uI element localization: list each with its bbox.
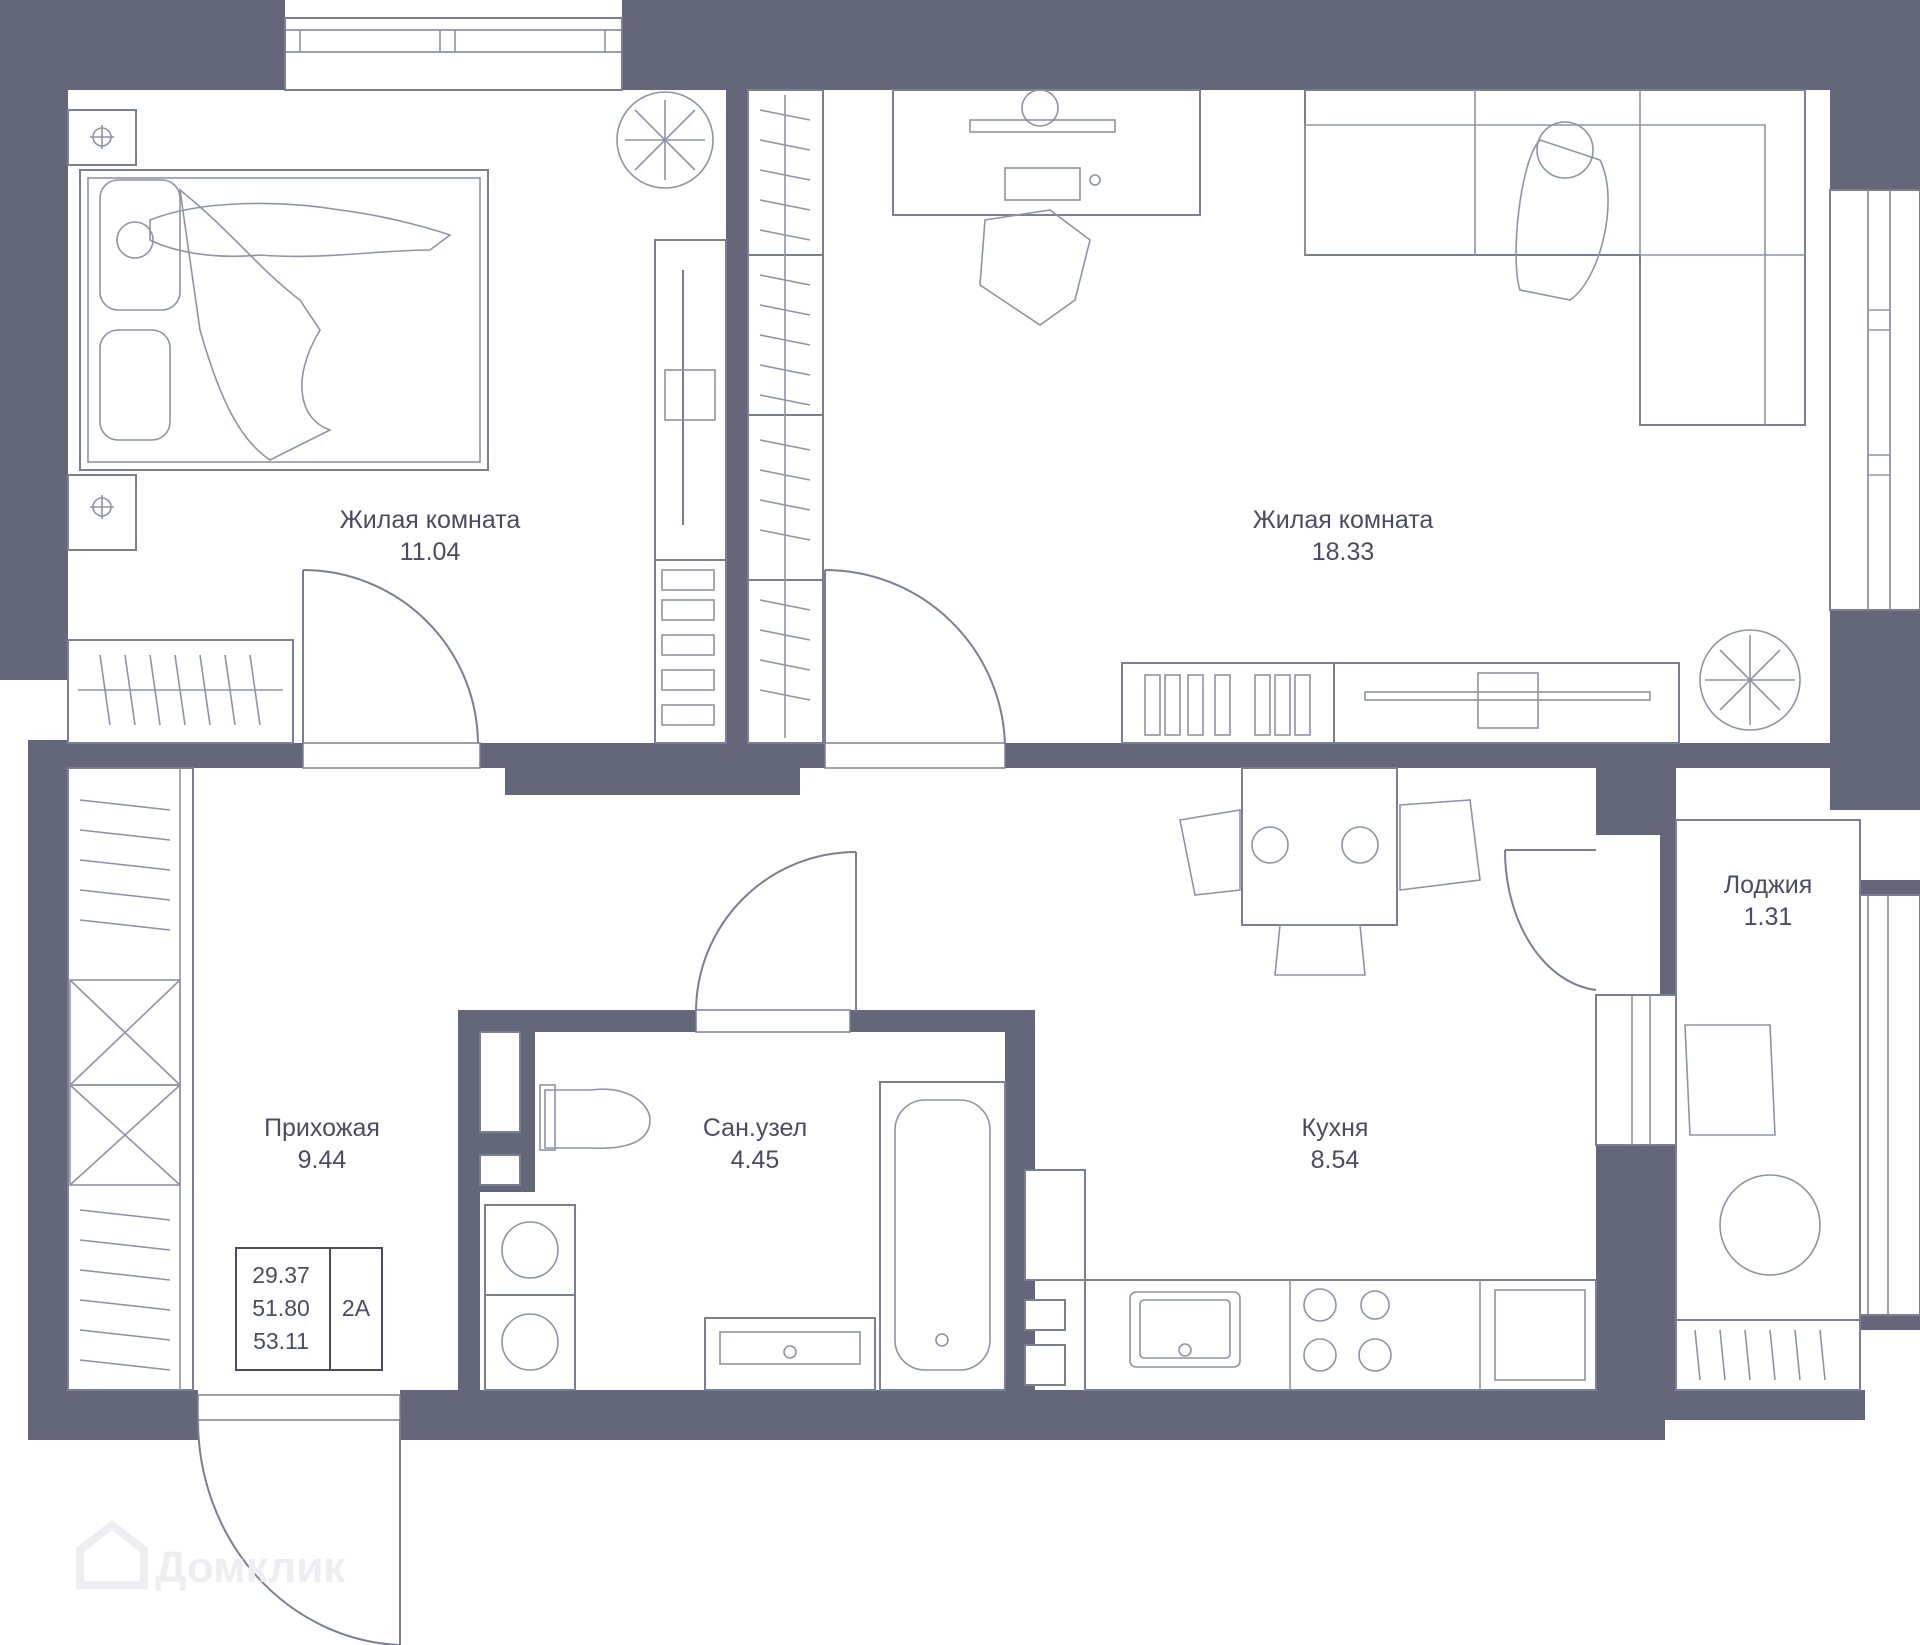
loggia-furniture xyxy=(1675,819,1861,1391)
media-shelf xyxy=(1121,662,1680,744)
tv-unit-bedroom xyxy=(654,239,727,744)
sofa xyxy=(1304,89,1806,426)
bathroom-name: Сан.узел xyxy=(703,1114,807,1142)
bedroom-area: 11.04 xyxy=(400,538,461,566)
total-area-with-loggia: 53.11 xyxy=(253,1328,309,1354)
room-label-kitchen: Кухня 8.54 xyxy=(1302,1114,1369,1174)
room-label-living: Жилая комната 18.33 xyxy=(1253,506,1434,566)
living-area-total: 29.37 xyxy=(252,1262,310,1288)
dining-table xyxy=(1179,767,1481,976)
window-loggia xyxy=(1859,894,1920,1316)
desk xyxy=(892,89,1201,326)
room-label-bathroom: Сан.узел 4.45 xyxy=(703,1114,807,1174)
loggia-door-frame xyxy=(1595,994,1677,1146)
plant-bedroom xyxy=(616,91,714,189)
bathroom-fixtures xyxy=(484,1081,1006,1391)
room-label-bedroom: Жилая комната 11.04 xyxy=(340,506,521,566)
bed xyxy=(79,169,489,471)
window-top xyxy=(284,17,623,91)
watermark-text: Домклик xyxy=(155,1543,346,1592)
inner-voids xyxy=(68,90,1860,1390)
room-label-loggia: Лоджия 1.31 xyxy=(1724,871,1813,931)
watermark: Домклик xyxy=(76,1519,346,1592)
loggia-area: 1.31 xyxy=(1744,903,1793,931)
loggia-name: Лоджия xyxy=(1724,871,1813,899)
wardrobe-bedroom xyxy=(67,639,294,744)
apartment-type: 2А xyxy=(342,1295,371,1321)
wardrobe-hallway xyxy=(67,767,194,1391)
wardrobe-living xyxy=(747,89,824,744)
kitchen-counter xyxy=(1084,1279,1597,1391)
area-summary-box: 29.37 51.80 53.11 2А xyxy=(235,1247,383,1371)
total-area: 51.80 xyxy=(252,1295,310,1321)
doors xyxy=(197,569,1597,1645)
bathroom-area: 4.45 xyxy=(731,1146,780,1174)
hallway-area: 9.44 xyxy=(298,1146,347,1174)
kitchen-area: 8.54 xyxy=(1311,1146,1360,1174)
room-label-hallway: Прихожая 9.44 xyxy=(264,1114,380,1174)
living-name: Жилая комната xyxy=(1253,506,1434,534)
walls xyxy=(0,0,1920,1440)
living-area: 18.33 xyxy=(1312,538,1375,566)
hallway-name: Прихожая xyxy=(264,1114,380,1142)
plant-living xyxy=(1699,629,1801,731)
bedroom-name: Жилая комната xyxy=(340,506,521,534)
window-right-living xyxy=(1829,189,1920,611)
kitchen-name: Кухня xyxy=(1302,1114,1369,1142)
nightstands xyxy=(67,109,137,551)
house-logo-icon xyxy=(76,1519,148,1589)
